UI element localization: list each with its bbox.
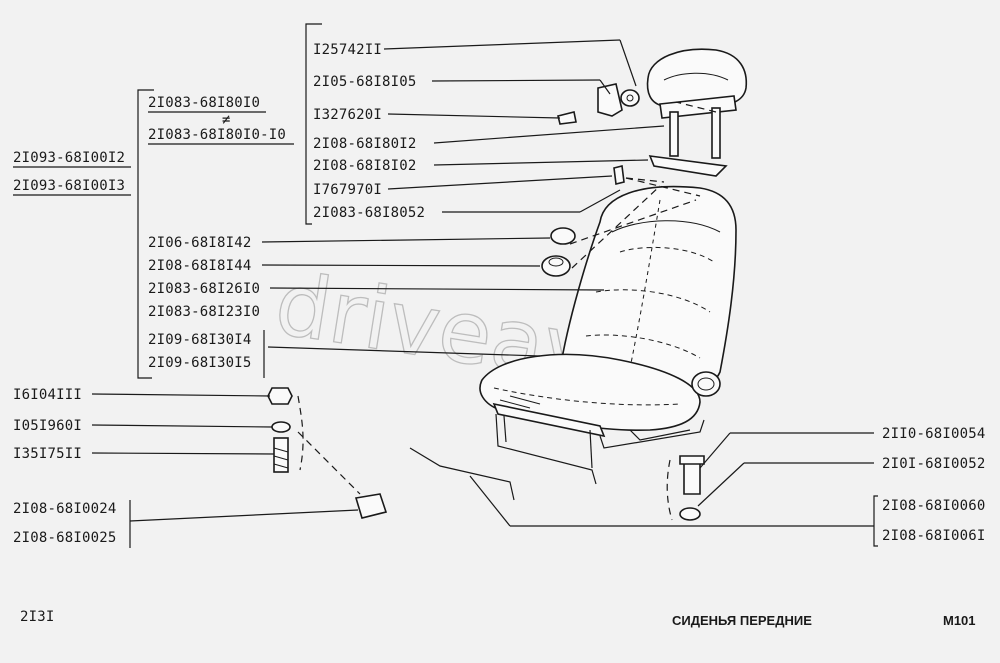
leader-lines bbox=[91, 39, 874, 527]
part-label: 2I08-68I006I bbox=[882, 528, 986, 544]
headrest-post-right bbox=[711, 107, 721, 159]
clip-bracket bbox=[354, 493, 388, 519]
part-label: 2II0-68I0054 bbox=[882, 426, 986, 442]
group-brackets bbox=[129, 23, 878, 548]
variant-label: 2I083-68I80I0-I0 bbox=[148, 127, 286, 143]
seat-frame bbox=[492, 402, 606, 438]
lower-left-labels: I6I04III I05I960I I35I75II 2I08-68I0024 … bbox=[13, 387, 117, 546]
headrest-bushing bbox=[620, 89, 640, 107]
stud bbox=[273, 437, 289, 473]
locating-pin bbox=[613, 165, 625, 185]
part-label: I327620I bbox=[313, 107, 382, 123]
nut bbox=[267, 387, 293, 405]
washer-right bbox=[679, 507, 701, 521]
bracket-screw bbox=[557, 111, 577, 125]
footer: 2I3I СИДЕНЬЯ ПЕРЕДНИЕ M101 bbox=[20, 609, 976, 628]
bolt bbox=[683, 461, 701, 495]
headrest-post-left bbox=[669, 111, 679, 157]
right-labels: 2II0-68I0054 2I0I-68I0052 2I08-68I0060 2… bbox=[882, 426, 986, 544]
plug-small bbox=[550, 227, 576, 245]
part-label: I35I75II bbox=[13, 446, 82, 462]
headrest-labels: I25742II 2I05-68I8I05 I327620I 2I08-68I8… bbox=[313, 42, 425, 221]
assembly-label: 2I093-68I00I3 bbox=[13, 178, 125, 194]
page-title: СИДЕНЬЯ ПЕРЕДНИЕ bbox=[672, 613, 812, 628]
adjuster-rod bbox=[409, 447, 515, 501]
part-label: 2I08-68I8I02 bbox=[313, 158, 417, 174]
part-label: 2I08-68I80I2 bbox=[313, 136, 417, 152]
part-label: 2I08-68I0025 bbox=[13, 530, 117, 546]
assembly-label: 2I093-68I00I2 bbox=[13, 150, 125, 166]
part-label: 2I083-68I23I0 bbox=[148, 304, 260, 320]
part-label: I767970I bbox=[313, 182, 382, 198]
part-label: 2I08-68I8I44 bbox=[148, 258, 252, 274]
seat-drawing bbox=[267, 48, 748, 521]
part-label: 2I05-68I8I05 bbox=[313, 74, 417, 90]
part-label: 2I06-68I8I42 bbox=[148, 235, 252, 251]
variant-labels: 2I083-68I80I0 ≠ 2I083-68I80I0-I0 bbox=[148, 95, 294, 145]
part-label: 2I08-68I0024 bbox=[13, 501, 117, 517]
model-code: 2I3I bbox=[20, 609, 55, 625]
variant-separator: ≠ bbox=[222, 112, 231, 128]
washer-left bbox=[271, 421, 291, 433]
part-label: 2I09-68I30I5 bbox=[148, 355, 252, 371]
part-label: 2I08-68I0060 bbox=[882, 498, 986, 514]
headrest-cover-plate bbox=[648, 155, 728, 177]
part-label: 2I09-68I30I4 bbox=[148, 332, 252, 348]
recline-knob bbox=[691, 371, 721, 397]
part-label: 2I0I-68I0052 bbox=[882, 456, 986, 472]
variant-label: 2I083-68I80I0 bbox=[148, 95, 260, 111]
page-code: M101 bbox=[943, 613, 976, 628]
assembly-labels: 2I093-68I00I2 2I093-68I00I3 bbox=[13, 150, 131, 196]
headrest bbox=[646, 48, 748, 107]
part-label: 2I083-68I26I0 bbox=[148, 281, 260, 297]
headrest-bracket bbox=[597, 83, 623, 117]
seat-back bbox=[559, 185, 737, 391]
part-label: I25742II bbox=[313, 42, 382, 58]
middle-labels: 2I06-68I8I42 2I08-68I8I44 2I083-68I26I0 … bbox=[148, 235, 260, 371]
part-label: I6I04III bbox=[13, 387, 82, 403]
part-label: I05I960I bbox=[13, 418, 82, 434]
part-label: 2I083-68I8052 bbox=[313, 205, 425, 221]
